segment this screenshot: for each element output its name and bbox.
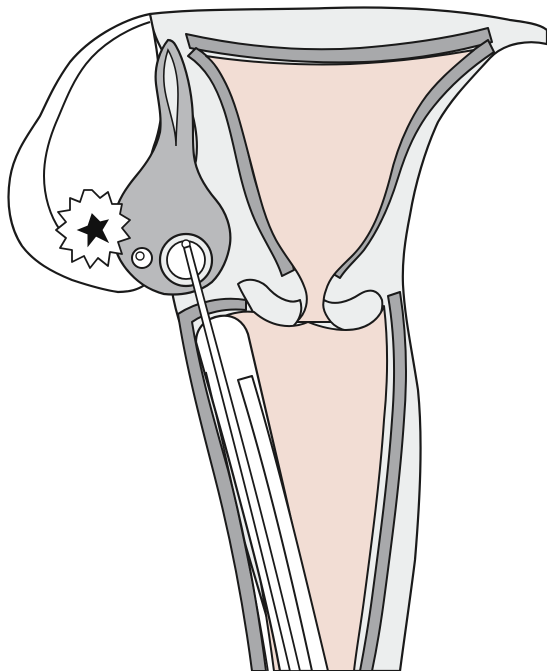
small-follicle-inner	[136, 252, 144, 260]
small-follicle	[132, 248, 152, 268]
large-follicle	[160, 234, 212, 286]
